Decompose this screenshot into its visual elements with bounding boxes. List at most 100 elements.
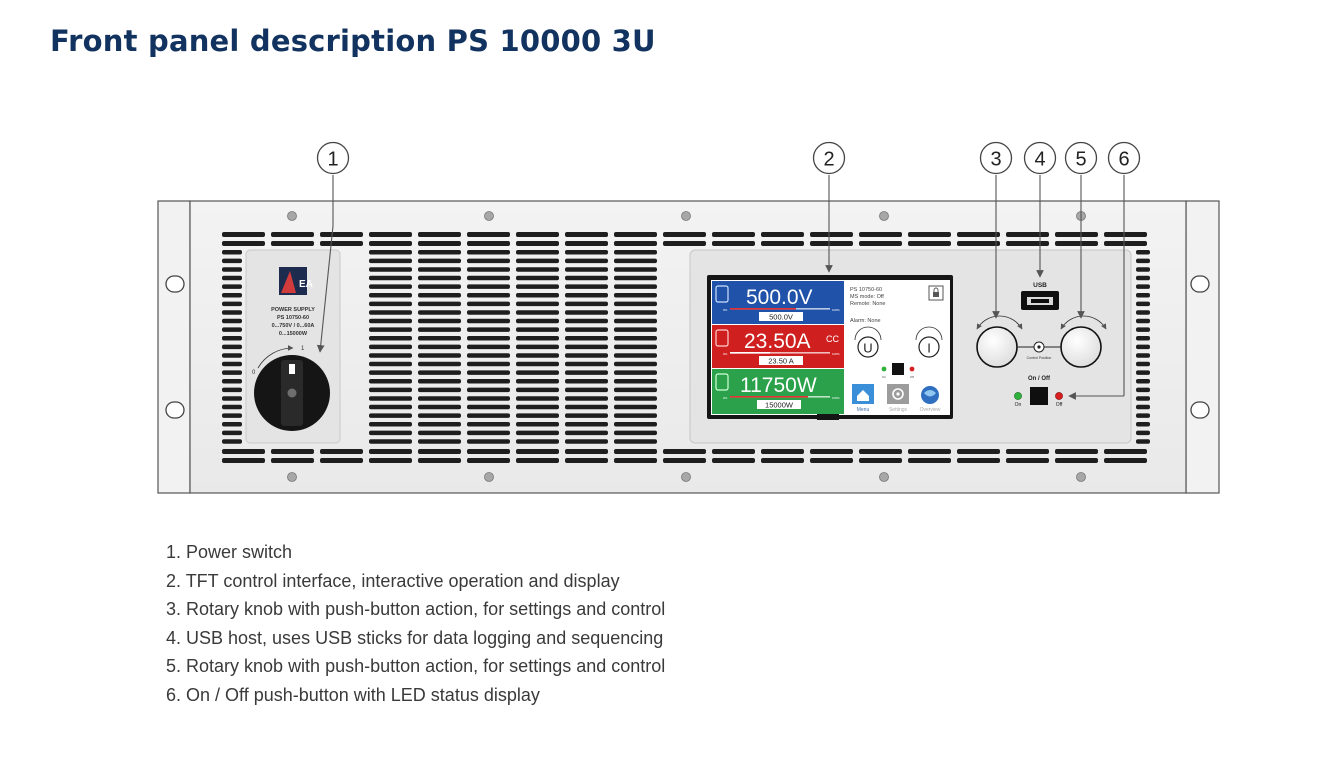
power-switch[interactable] [254,355,330,431]
vent-slot [908,232,951,237]
vent-slot [222,413,242,418]
vent-slot [957,449,1000,454]
vent-slot [222,336,242,341]
vent-slot [467,241,510,246]
vent-slot [467,422,510,427]
callout-number: 6 [1118,149,1129,171]
vent-slot [222,301,242,307]
vent-slot [271,232,314,237]
vent-slot [222,370,242,375]
panel-screw [879,472,889,482]
vent-slot [369,318,412,324]
vent-slot [222,422,242,427]
overview-button[interactable]: Overview [920,386,941,413]
vent-slot [418,275,461,281]
vent-slot [320,241,363,246]
vent-slot [516,379,559,384]
power-set-value: 15000W [765,401,794,410]
vent-slot [614,353,657,358]
vent-slot [467,430,510,436]
vent-slot [369,258,412,264]
vent-slot [1136,379,1150,384]
vent-slot [565,250,608,255]
vent-slot [516,449,559,454]
vent-slot [222,387,242,393]
settings-button-label: Settings [889,407,908,413]
vent-slot [614,396,657,401]
vent-slot [1104,232,1147,237]
on-led-label: On [1015,402,1022,408]
vent-slot [467,361,510,367]
vent-slot [663,241,706,246]
vent-slot [614,439,657,444]
vent-slot [222,293,242,298]
onoff-button-group: On / Off On Off [1014,376,1063,408]
current-knob-icon[interactable]: I [915,326,943,358]
vent-slot [222,430,242,436]
vent-slot [859,458,902,463]
vent-slot [957,232,1000,237]
vent-slot [467,336,510,341]
lock-icon[interactable] [928,285,944,301]
callout-3: 3 [979,141,1013,175]
vent-slot [467,370,510,375]
vent-slot [565,275,608,281]
vent-slot [516,430,559,436]
vent-slot [1136,301,1150,307]
vent-slot [516,293,559,298]
vent-slot [614,413,657,418]
vent-slot [467,353,510,358]
vent-slot [467,301,510,307]
vent-slot [418,370,461,375]
vent-slot [369,293,412,298]
callout-number: 1 [327,149,338,171]
device-label-line: 0...15000W [279,331,308,337]
knob-link-indicator: Control Position [1017,341,1061,360]
vent-slot [1006,232,1049,237]
vent-slot [467,293,510,298]
bar-start-label: 0% [723,352,728,356]
vent-slot [222,310,242,315]
vent-slot [516,327,559,332]
settings-button[interactable]: Settings [887,384,909,413]
vent-slot [1136,387,1150,393]
vent-slot [369,327,412,332]
vent-slot [565,458,608,463]
screen-onoff-indicator[interactable]: On Off [881,363,915,379]
vent-slot [369,310,412,315]
vent-slot [565,413,608,418]
onoff-button[interactable] [1030,387,1048,405]
vent-slot [369,413,412,418]
legend-item: 4. USB host, uses USB sticks for data lo… [166,627,664,648]
menu-button[interactable]: Menu [852,384,874,413]
vent-slot [418,449,461,454]
vent-slot [418,458,461,463]
current-value: 23.50A [744,330,811,353]
vent-slot [467,275,510,281]
vent-slot [614,275,657,281]
vent-slot [663,232,706,237]
vent-slot [222,439,242,444]
vent-slot [565,293,608,298]
vent-slot [320,232,363,237]
vent-slot [565,370,608,375]
voltage-knob-icon[interactable]: U [854,326,882,358]
vent-slot [418,232,461,237]
callout-number: 4 [1034,149,1045,171]
vent-slot [1055,449,1098,454]
vent-slot [467,267,510,272]
vent-slot [369,422,412,427]
callout-number: 2 [823,149,834,171]
vent-slot [467,284,510,289]
usb-port[interactable]: USB [1021,282,1059,310]
menu-button-label: Menu [857,407,870,413]
vent-slot [271,241,314,246]
vent-slot [1136,353,1150,358]
ea-logo: EA [279,267,313,295]
vent-slot [614,301,657,307]
vent-slot [516,361,559,367]
vent-slot [614,361,657,367]
vent-slot [1136,336,1150,341]
tft-display[interactable]: 500.0V 0% 100% 500.0V 23.50A CC 0% 100% … [707,275,953,420]
vent-slot [614,241,657,246]
